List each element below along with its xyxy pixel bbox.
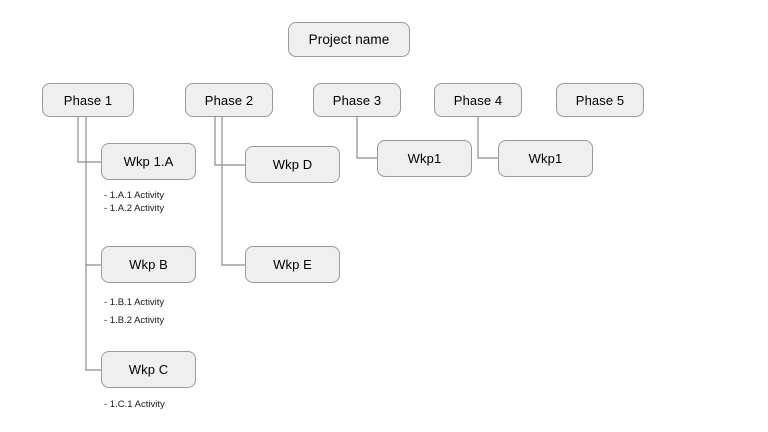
connector-phase4-wkp1 <box>477 116 499 159</box>
work-package-box-wkp-d[interactable]: Wkp D <box>245 146 340 183</box>
work-package-box-wkp-c[interactable]: Wkp C <box>101 351 196 388</box>
phase-label-4: Phase 4 <box>453 92 503 108</box>
activity-item: - 1.C.1 Activity <box>104 399 165 410</box>
activity-item: - 1.B.1 Activity <box>104 297 165 308</box>
work-package-box-wkp-p3[interactable]: Wkp1 <box>377 140 472 177</box>
work-package-label-wkp-p3: Wkp1 <box>407 151 442 166</box>
phase-label-1: Phase 1 <box>63 92 113 108</box>
phase-label-5: Phase 5 <box>575 92 625 108</box>
work-package-label-wkp-c: Wkp C <box>128 362 169 377</box>
work-package-box-wkp-1a[interactable]: Wkp 1.A <box>101 143 196 180</box>
phase-box-5[interactable]: Phase 5 <box>556 83 644 117</box>
connector-phase2-wkpd <box>214 116 246 166</box>
connector-phase1-wkp1a <box>77 116 102 163</box>
phase-label-2: Phase 2 <box>204 92 254 108</box>
project-name-label: Project name <box>308 31 390 47</box>
activity-item: - 1.B.2 Activity <box>104 315 165 326</box>
work-package-box-wkp-b[interactable]: Wkp B <box>101 246 196 283</box>
connector-phase3-wkp1 <box>356 116 378 159</box>
work-package-label-wkp-1a: Wkp 1.A <box>123 154 174 169</box>
activity-item: - 1.A.2 Activity <box>104 203 165 214</box>
work-package-box-wkp-p4[interactable]: Wkp1 <box>498 140 593 177</box>
activity-list-wkp-1a: - 1.A.1 Activity - 1.A.2 Activity <box>104 189 264 215</box>
project-name-box[interactable]: Project name <box>288 22 410 57</box>
work-package-label-wkp-p4: Wkp1 <box>528 151 563 166</box>
phase-label-3: Phase 3 <box>332 92 382 108</box>
activity-list-wkp-c: - 1.C.1 Activity <box>104 398 264 411</box>
work-package-box-wkp-e[interactable]: Wkp E <box>245 246 340 283</box>
work-package-label-wkp-d: Wkp D <box>272 157 313 172</box>
phase-box-2[interactable]: Phase 2 <box>185 83 273 117</box>
activity-list-wkp-b: - 1.B.1 Activity - 1.B.2 Activity <box>104 294 264 330</box>
work-package-label-wkp-b: Wkp B <box>129 257 168 272</box>
phase-box-1[interactable]: Phase 1 <box>42 83 134 117</box>
phase-box-3[interactable]: Phase 3 <box>313 83 401 117</box>
activity-item: - 1.A.1 Activity <box>104 190 165 201</box>
work-package-label-wkp-e: Wkp E <box>273 257 312 272</box>
phase-box-4[interactable]: Phase 4 <box>434 83 522 117</box>
